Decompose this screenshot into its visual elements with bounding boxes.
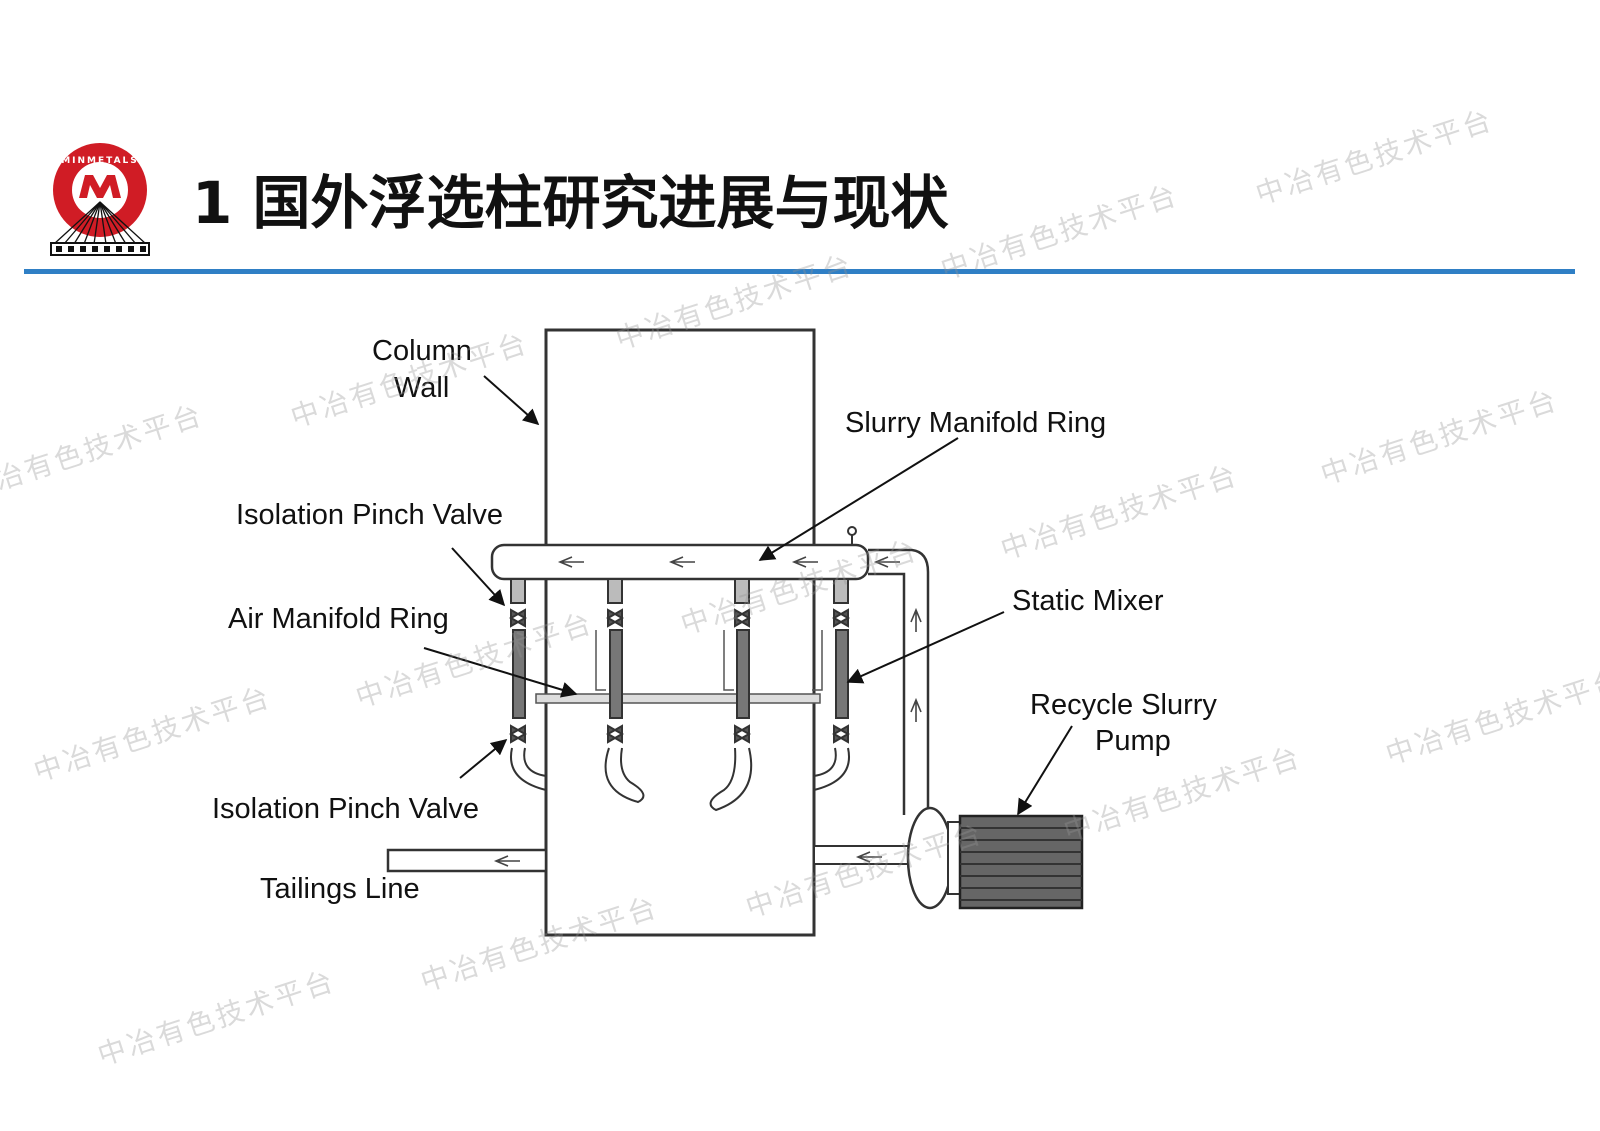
spargers xyxy=(508,578,851,812)
flow-arrows-manifold xyxy=(557,556,900,568)
label-slurry-manifold-ring: Slurry Manifold Ring xyxy=(845,407,1106,439)
logo-text: MINMETALS xyxy=(61,156,139,166)
label-column-wall-1: Column xyxy=(372,335,472,367)
label-static-mixer: Static Mixer xyxy=(1012,585,1164,617)
label-recycle-slurry-pump-2: Pump xyxy=(1095,725,1171,757)
label-column-wall-2: Wall xyxy=(394,372,449,404)
minmetals-logo: MINMETALS xyxy=(50,143,150,256)
recycle-pipe xyxy=(868,548,930,815)
label-isolation-pinch-valve-bottom: Isolation Pinch Valve xyxy=(212,793,479,825)
label-recycle-slurry-pump-1: Recycle Slurry xyxy=(1030,689,1217,721)
column-wall xyxy=(544,328,816,937)
label-air-manifold-ring: Air Manifold Ring xyxy=(228,603,449,635)
header-rule xyxy=(24,269,1575,274)
label-tailings-line: Tailings Line xyxy=(260,873,420,905)
page-title: 1 国外浮选柱研究进展与现状 xyxy=(192,169,949,237)
tailings-line xyxy=(386,848,548,873)
leader-lines xyxy=(423,375,1073,816)
air-manifold-ring xyxy=(535,693,821,704)
label-isolation-pinch-valve-top: Isolation Pinch Valve xyxy=(236,499,503,531)
recycle-slurry-pump xyxy=(906,806,1084,910)
